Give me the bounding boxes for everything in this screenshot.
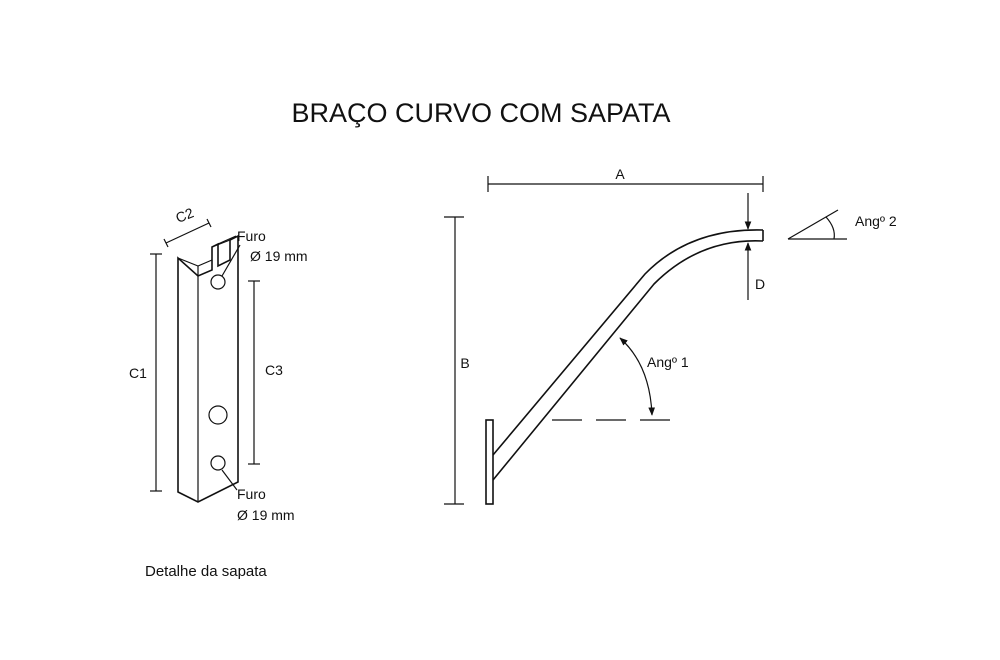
furo-top-leader: [221, 244, 241, 277]
ang1-arc: [619, 337, 656, 416]
d-label: D: [755, 276, 765, 292]
ang1-label: Angº 1: [647, 354, 689, 370]
hole-middle: [208, 405, 228, 425]
a-label: A: [615, 166, 625, 182]
ang2-arc: [825, 216, 835, 240]
furo-bottom-label-2: Ø 19 mm: [237, 507, 295, 523]
furo-top-label-1: Furo: [237, 228, 266, 244]
c2-dimension-line: [165, 222, 210, 244]
b-label: B: [460, 355, 469, 371]
channel-outline: [177, 234, 239, 503]
c1-label: C1: [129, 365, 147, 381]
furo-top-label-2: Ø 19 mm: [250, 248, 308, 264]
ang2-diagonal: [787, 209, 839, 240]
base-plate: [485, 419, 494, 505]
hole-top: [210, 274, 226, 290]
ang2-label: Angº 2: [855, 213, 897, 229]
sapata-caption: Detalhe da sapata: [145, 563, 267, 580]
furo-bottom-label-1: Furo: [237, 486, 266, 502]
drawing-title: BRAÇO CURVO COM SAPATA: [291, 98, 670, 128]
arm-tube-bottom: [492, 240, 764, 481]
furo-bottom-leader: [221, 469, 238, 491]
arm-tube-top: [492, 229, 764, 456]
c3-label: C3: [265, 362, 283, 378]
hole-bottom: [210, 455, 226, 471]
curved-arm-drawing: A B D Angº 1 Angº 2: [444, 166, 897, 505]
sapata-detail: C2 C1 C3 Furo Ø 19 mm Furo Ø 19 mm Detal…: [129, 204, 308, 580]
c2-label: C2: [173, 204, 196, 226]
